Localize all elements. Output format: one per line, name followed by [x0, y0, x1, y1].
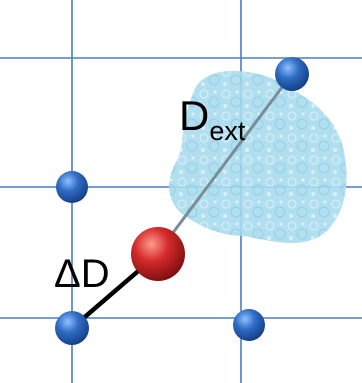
d-ext-label-main: D	[179, 92, 209, 139]
grid-node-bottom-right	[233, 309, 265, 341]
water-blob	[169, 70, 347, 244]
d-ext-segment	[158, 73, 294, 251]
grid-nodes	[55, 57, 309, 345]
grid-node-middle-left	[56, 171, 88, 203]
grid-node-top-right	[275, 57, 309, 91]
particle	[131, 227, 185, 281]
d-ext-label: Dext	[179, 92, 246, 146]
delta-d-label: ΔD	[54, 252, 110, 296]
grid-node-bottom-left	[55, 311, 89, 345]
water-blob-texture	[169, 70, 347, 244]
d-ext-label-subscript: ext	[209, 116, 246, 146]
